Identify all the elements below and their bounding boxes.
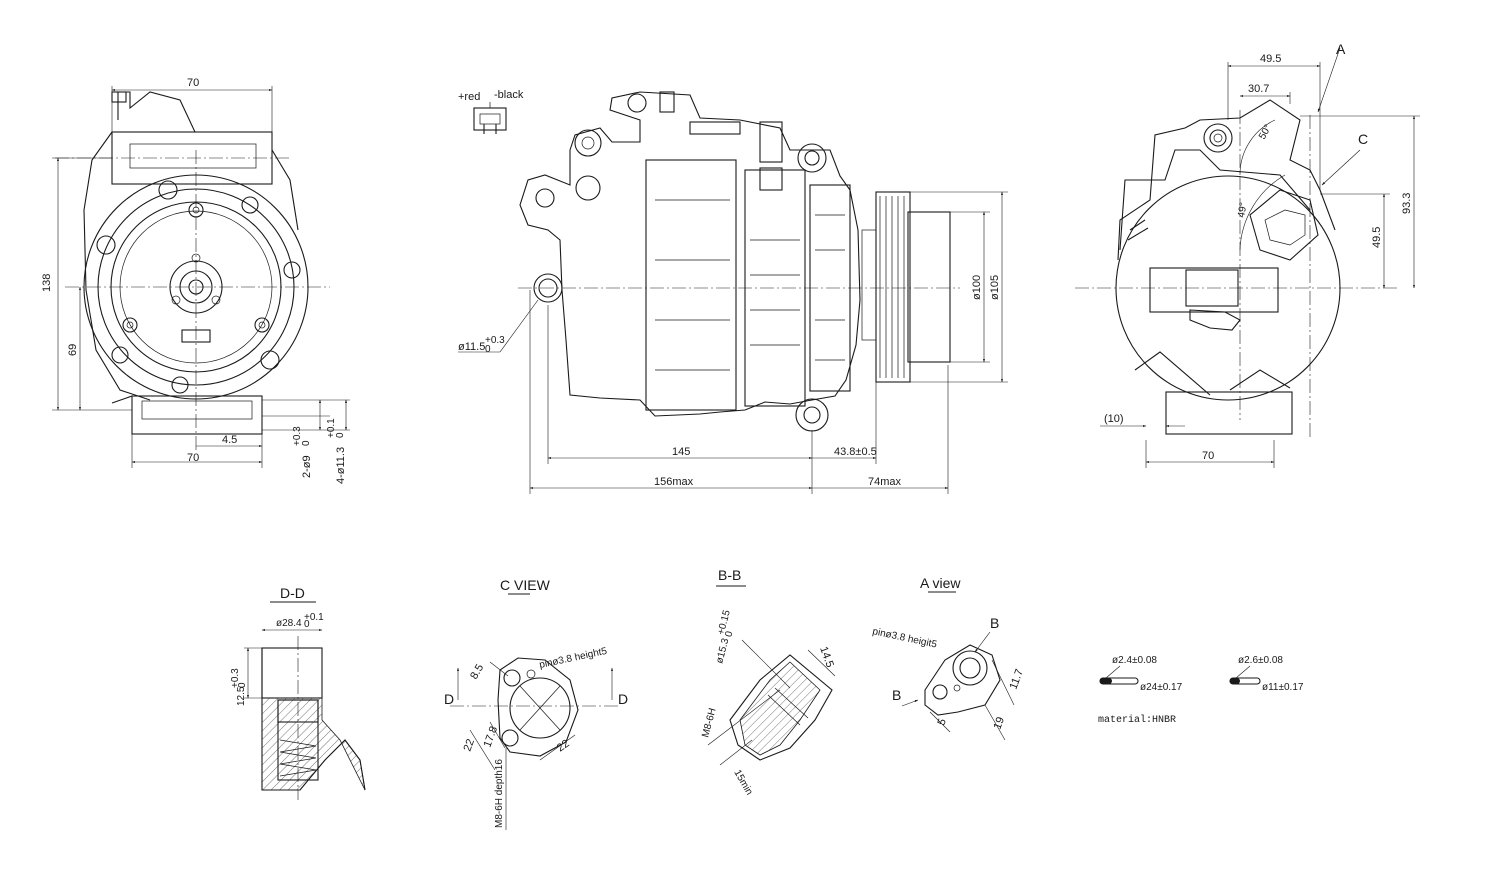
side-view	[458, 91, 1008, 494]
bb-depth: 15min	[731, 768, 754, 797]
side-bore-tol0: 0	[485, 344, 491, 355]
front-width-top: 70	[187, 77, 199, 89]
cview-section-right: D	[618, 691, 628, 707]
front-holes-a-tol0: 0	[301, 440, 312, 446]
rear-height2: 49.5	[1371, 227, 1383, 248]
cview-pin: pinø3.8 height5	[538, 646, 608, 671]
rear-width1: 49.5	[1260, 53, 1281, 65]
section-bb	[707, 585, 836, 766]
aview-section-top: B	[990, 615, 999, 631]
bb-dia-tol0: 0	[723, 630, 735, 639]
side-len-max: 156max	[654, 476, 694, 488]
side-d-pulley: ø100	[971, 275, 983, 300]
front-width-base: 70	[187, 452, 199, 464]
dd-dia-tol0: 0	[304, 619, 310, 630]
oring2-cross-section: ø2.6±0.08	[1238, 655, 1283, 666]
oring1-inner-dia: ø24±0.17	[1140, 682, 1183, 693]
side-d-outer: ø105	[989, 275, 1001, 300]
section-dd	[244, 601, 366, 800]
front-holes-a-tol: +0.3	[292, 426, 303, 446]
dd-title: D-D	[280, 585, 305, 601]
rear-angle2: 49°	[1236, 202, 1249, 219]
dd-height-tol: +0.3	[230, 668, 241, 688]
cview-title: C VIEW	[500, 577, 551, 593]
oring-material: material:HNBR	[1098, 714, 1176, 726]
rear-view	[1075, 47, 1420, 468]
side-bore: ø11.5	[458, 341, 485, 353]
bb-dia: ø15.3	[714, 637, 731, 665]
aview-pin: pinø3.8 heigit5	[871, 626, 938, 650]
side-len-pulley: 43.8±0.5	[834, 446, 877, 458]
view-c	[450, 593, 620, 830]
o-rings	[1099, 665, 1261, 685]
wire-red-label: +red	[458, 91, 480, 103]
rear-view-a-marker: A	[1336, 41, 1346, 57]
front-holes-b: 4-ø11.3	[335, 447, 347, 484]
side-len-front-max: 74max	[868, 476, 902, 488]
aview-dim2: 5	[936, 717, 949, 727]
dd-dia-tol: +0.1	[304, 612, 324, 623]
oring2-inner-dia: ø11±0.17	[1262, 682, 1304, 693]
cview-thread: M8-6H depth16	[494, 759, 505, 828]
front-offset: 4.5	[222, 434, 237, 446]
labels: +red -black 70 138 69 4.5 70 2-ø9 +0.3 0…	[41, 41, 1413, 828]
aview-dim3: 19	[992, 715, 1007, 731]
view-a	[901, 591, 1015, 741]
aview-section-left: B	[892, 687, 901, 703]
aview-dim1: 11.7	[1008, 668, 1026, 691]
front-height-total: 138	[41, 274, 53, 292]
front-height-center: 69	[67, 344, 79, 356]
aview-title: A view	[920, 575, 961, 591]
dd-height: 12.5	[236, 686, 247, 706]
side-len-body: 145	[672, 446, 690, 458]
cview-dim2: 22	[462, 737, 477, 753]
front-holes-b-tol: +0.1	[326, 418, 337, 438]
oring1-cross-section: ø2.4±0.08	[1112, 655, 1157, 666]
rear-view-c-marker: C	[1358, 131, 1368, 147]
dd-dia: ø28.4	[276, 618, 302, 629]
rear-height1: 93.3	[1401, 193, 1413, 214]
cview-dim1: 8.5	[468, 662, 486, 681]
cview-dim3: 17.8	[482, 725, 501, 749]
dd-height-tol0: 0	[237, 682, 248, 688]
bb-title: B-B	[718, 567, 741, 583]
rear-width2: 30.7	[1248, 83, 1269, 95]
front-view	[52, 86, 350, 468]
front-holes-b-tol0: 0	[335, 432, 346, 438]
side-bore-tol: +0.3	[485, 335, 505, 346]
bb-thickness: 14.5	[817, 645, 836, 669]
rear-width-base: 70	[1202, 450, 1214, 462]
front-holes-a: 2-ø9	[301, 455, 313, 478]
wire-black-label: -black	[494, 89, 524, 101]
rear-gap: (10)	[1104, 413, 1124, 425]
cview-dim4: 22	[555, 738, 572, 755]
cview-section-left: D	[444, 691, 454, 707]
bb-thread: M8-6H	[700, 707, 718, 739]
rear-angle: 50°	[1257, 123, 1274, 142]
